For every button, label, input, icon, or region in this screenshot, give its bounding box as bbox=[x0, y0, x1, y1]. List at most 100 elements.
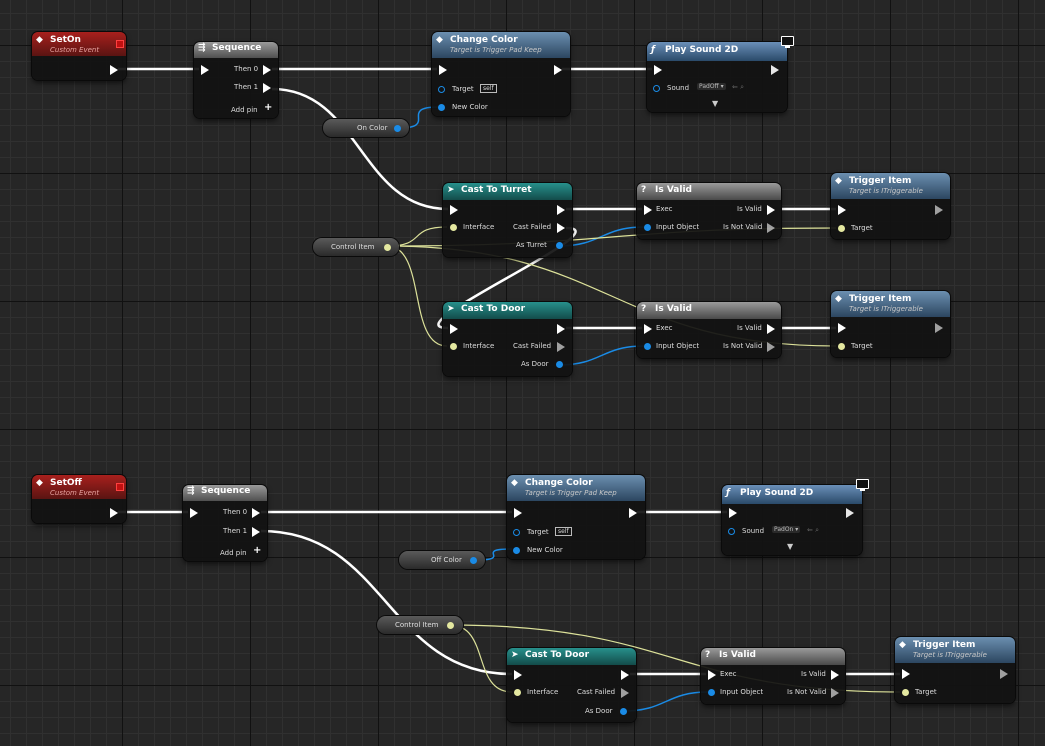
delegate-pin-icon[interactable] bbox=[116, 40, 124, 48]
is-not-valid-pin[interactable] bbox=[831, 688, 839, 698]
is-valid-pin[interactable] bbox=[767, 205, 775, 215]
exec-in-pin[interactable] bbox=[450, 205, 458, 215]
change-color-node-top[interactable]: ◆ Change Color Target is Trigger Pad Kee… bbox=[432, 32, 570, 116]
exec-out-pin[interactable] bbox=[110, 65, 118, 75]
cast-failed-pin[interactable] bbox=[557, 223, 565, 233]
trigger-item-node-3[interactable]: ◆ Trigger Item Target is ITriggerable Ta… bbox=[895, 637, 1015, 703]
then0-pin[interactable] bbox=[263, 65, 271, 75]
cast-failed-pin[interactable] bbox=[621, 688, 629, 698]
expand-chevron-icon[interactable]: ▼ bbox=[712, 99, 719, 108]
sequence-node-bottom[interactable]: ⇶ Sequence Then 0 Then 1 Add pin + bbox=[183, 485, 267, 561]
interface-pin[interactable] bbox=[514, 689, 521, 696]
exec-out-pin[interactable] bbox=[935, 205, 943, 215]
target-pin[interactable] bbox=[838, 225, 845, 232]
sound-asset-dropdown[interactable]: PadOn ▾ bbox=[772, 526, 801, 533]
input-object-pin[interactable] bbox=[644, 224, 651, 231]
control-item-out-pin[interactable] bbox=[384, 244, 391, 251]
is-valid-title: Is Valid bbox=[655, 185, 692, 195]
add-pin-plus-icon[interactable]: + bbox=[253, 545, 262, 556]
target-pin[interactable] bbox=[838, 343, 845, 350]
new-color-pin[interactable] bbox=[438, 104, 445, 111]
interface-pin[interactable] bbox=[450, 343, 457, 350]
exec-in-pin[interactable] bbox=[902, 669, 910, 679]
exec-out-pin[interactable] bbox=[554, 65, 562, 75]
as-turret-pin[interactable] bbox=[556, 242, 563, 249]
control-item-variable-top[interactable]: Control Item bbox=[313, 238, 399, 256]
off-color-out-pin[interactable] bbox=[470, 557, 477, 564]
exec-out-pin[interactable] bbox=[557, 324, 565, 334]
interface-pin[interactable] bbox=[450, 224, 457, 231]
cast-to-turret-node[interactable]: ➤ Cast To Turret Interface Cast Failed A… bbox=[443, 183, 572, 257]
cast-door-title: Cast To Door bbox=[525, 650, 590, 660]
exec-in-pin[interactable] bbox=[190, 508, 198, 518]
as-door-pin[interactable] bbox=[620, 708, 627, 715]
off-color-variable[interactable]: Off Color bbox=[399, 551, 485, 569]
exec-in-pin[interactable] bbox=[838, 205, 846, 215]
then1-pin[interactable] bbox=[252, 527, 260, 537]
sound-pin[interactable] bbox=[653, 85, 660, 92]
delegate-pin-icon[interactable] bbox=[116, 483, 124, 491]
as-door-label: As Door bbox=[521, 360, 549, 368]
play-sound-2d-node-top[interactable]: ƒ Play Sound 2D Sound PadOff ▾ ⇐ ⌕ ▼ bbox=[647, 36, 794, 112]
exec-in-pin[interactable] bbox=[201, 65, 209, 75]
change-color-subtitle: Target is Trigger Pad Keep bbox=[525, 489, 617, 497]
exec-out-pin[interactable] bbox=[621, 670, 629, 680]
play-sound-2d-node-bottom[interactable]: ƒ Play Sound 2D Sound PadOn ▾ ⇐ ⌕ ▼ bbox=[722, 479, 869, 555]
on-color-out-pin[interactable] bbox=[394, 125, 401, 132]
target-pin[interactable] bbox=[438, 86, 445, 93]
exec-out-pin[interactable] bbox=[1000, 669, 1008, 679]
is-valid-pin[interactable] bbox=[831, 670, 839, 680]
exec-in-pin[interactable] bbox=[838, 323, 846, 333]
is-valid-node-2[interactable]: ? Is Valid Exec Is Valid Input Object Is… bbox=[637, 302, 781, 358]
add-pin-label[interactable]: Add pin bbox=[220, 549, 247, 557]
cast-to-door-node-bottom[interactable]: ➤ Cast To Door Interface Cast Failed As … bbox=[507, 648, 636, 722]
exec-out-pin[interactable] bbox=[771, 65, 779, 75]
control-item-variable-bottom[interactable]: Control Item bbox=[377, 616, 463, 634]
control-item-out-pin[interactable] bbox=[447, 622, 454, 629]
exec-in-pin[interactable] bbox=[439, 65, 447, 75]
then0-pin[interactable] bbox=[252, 508, 260, 518]
exec-out-pin[interactable] bbox=[629, 508, 637, 518]
exec-in-pin[interactable] bbox=[729, 508, 737, 518]
is-valid-pin[interactable] bbox=[767, 324, 775, 334]
add-pin-label[interactable]: Add pin bbox=[231, 106, 258, 114]
new-color-pin[interactable] bbox=[513, 547, 520, 554]
exec-in-pin[interactable] bbox=[514, 508, 522, 518]
exec-in-pin[interactable] bbox=[708, 670, 716, 680]
exec-out-pin[interactable] bbox=[110, 508, 118, 518]
as-door-pin[interactable] bbox=[556, 361, 563, 368]
cast-failed-pin[interactable] bbox=[557, 342, 565, 352]
expand-chevron-icon[interactable]: ▼ bbox=[787, 542, 794, 551]
exec-in-pin[interactable] bbox=[644, 324, 652, 334]
exec-in-pin[interactable] bbox=[450, 324, 458, 334]
exec-out-pin[interactable] bbox=[935, 323, 943, 333]
target-pin[interactable] bbox=[902, 689, 909, 696]
sound-asset-dropdown[interactable]: PadOff ▾ bbox=[697, 83, 726, 90]
sound-pin[interactable] bbox=[728, 528, 735, 535]
cast-to-door-node-top[interactable]: ➤ Cast To Door Interface Cast Failed As … bbox=[443, 302, 572, 376]
trigger-item-node-1[interactable]: ◆ Trigger Item Target is ITriggerable Ta… bbox=[831, 173, 950, 239]
input-object-pin[interactable] bbox=[708, 689, 715, 696]
setoff-event-node[interactable]: ◆ SetOff Custom Event bbox=[32, 475, 126, 523]
is-valid-node-3[interactable]: ? Is Valid Exec Is Valid Input Object Is… bbox=[701, 648, 845, 704]
exec-in-pin[interactable] bbox=[644, 205, 652, 215]
is-not-valid-pin[interactable] bbox=[767, 342, 775, 352]
is-not-valid-pin[interactable] bbox=[767, 223, 775, 233]
then1-pin[interactable] bbox=[263, 83, 271, 93]
sequence-node-top[interactable]: ⇶ Sequence Then 0 Then 1 Add pin + bbox=[194, 42, 278, 118]
seton-event-node[interactable]: ◆ SetOn Custom Event bbox=[32, 32, 126, 80]
trigger-item-node-2[interactable]: ◆ Trigger Item Target is ITriggerable Ta… bbox=[831, 291, 950, 357]
exec-in-pin[interactable] bbox=[654, 65, 662, 75]
target-pin[interactable] bbox=[513, 529, 520, 536]
is-valid-node-1[interactable]: ? Is Valid Exec Is Valid Input Object Is… bbox=[637, 183, 781, 239]
input-object-pin[interactable] bbox=[644, 343, 651, 350]
use-asset-arrow-icon[interactable]: ⇐ ⌕ bbox=[807, 526, 820, 534]
exec-out-pin[interactable] bbox=[846, 508, 854, 518]
exec-out-pin[interactable] bbox=[557, 205, 565, 215]
on-color-variable[interactable]: On Color bbox=[323, 119, 409, 137]
use-asset-arrow-icon[interactable]: ⇐ ⌕ bbox=[732, 83, 745, 91]
change-color-node-bottom[interactable]: ◆ Change Color Target is Trigger Pad Kee… bbox=[507, 475, 645, 559]
add-pin-plus-icon[interactable]: + bbox=[264, 102, 273, 113]
exec-in-pin[interactable] bbox=[514, 670, 522, 680]
